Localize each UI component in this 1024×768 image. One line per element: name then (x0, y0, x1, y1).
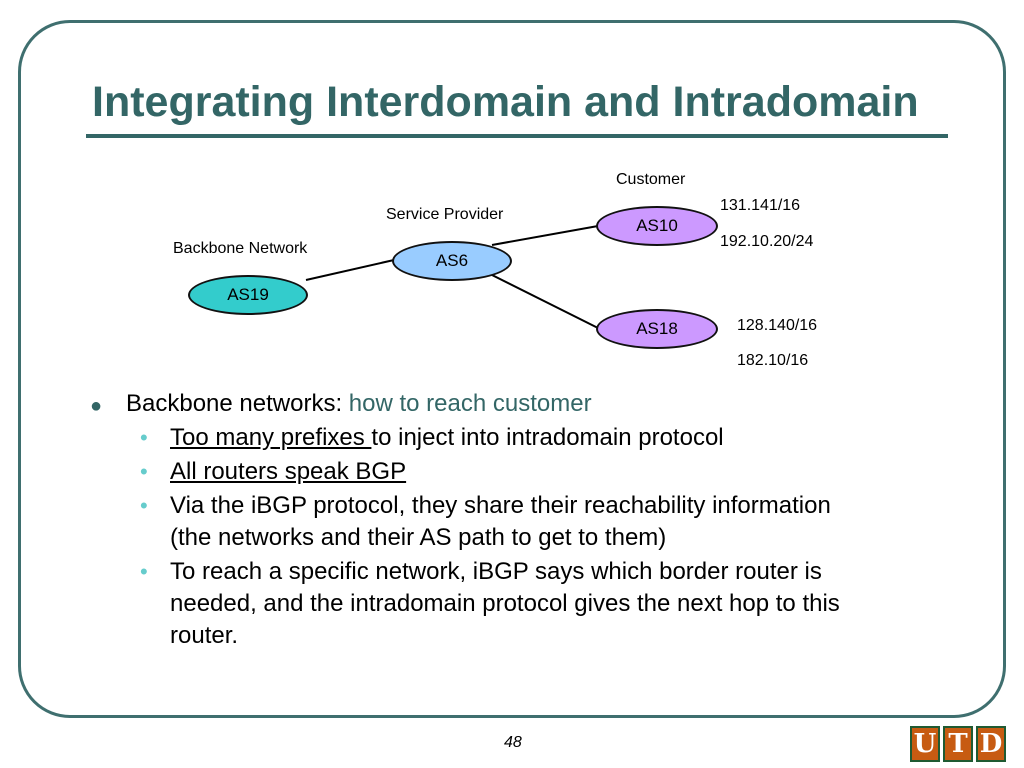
node-as19: AS19 (188, 275, 308, 315)
bullet-list: ● Backbone networks: how to reach custom… (88, 388, 948, 652)
prefix-as18-1: 128.140/16 (737, 317, 818, 334)
link-as19-as6 (305, 259, 395, 281)
link-as6-as18 (489, 273, 603, 331)
prefix-as10-1: 131.141/16 (720, 197, 801, 214)
node-as19-label: AS19 (227, 285, 269, 304)
sub-bullet-3: • Via the iBGP protocol, they share thei… (88, 490, 870, 554)
node-as6: AS6 (392, 241, 512, 281)
logo-letter-d: D (976, 726, 1006, 762)
sub-bullet-1: • Too many prefixes to inject into intra… (88, 422, 870, 454)
sub-bullet-4-text: To reach a specific network, iBGP says w… (170, 558, 840, 649)
node-as18-label: AS18 (636, 319, 678, 338)
slide-title: Integrating Interdomain and Intradomain (92, 78, 919, 126)
slide-frame (18, 20, 1006, 718)
sub-bullet-2: • All routers speak BGP (88, 456, 870, 488)
bullet-main-text: Backbone networks: (126, 390, 349, 417)
title-underline (86, 134, 948, 138)
bullet-main: ● Backbone networks: how to reach custom… (88, 388, 948, 420)
link-as6-as10 (491, 225, 599, 246)
utd-logo: U T D (910, 726, 1006, 762)
node-as10-label: AS10 (636, 216, 678, 235)
bullet-dot: ● (90, 395, 103, 417)
sub-bullet-1-underlined: Too many prefixes (170, 424, 372, 451)
prefix-as18-2: 182.10/16 (737, 352, 809, 369)
service-provider-label: Service Provider (386, 206, 504, 223)
sub-bullet-4: • To reach a specific network, iBGP says… (88, 556, 870, 652)
logo-letter-t: T (943, 726, 973, 762)
prefix-as10-2: 192.10.20/24 (720, 233, 814, 250)
sub-bullet-2-underlined: All routers speak BGP (170, 458, 407, 485)
page-number: 48 (504, 734, 522, 751)
sub-bullet-dot: • (140, 459, 148, 484)
logo-letter-u: U (910, 726, 940, 762)
sub-bullet-3-text: Via the iBGP protocol, they share their … (170, 492, 831, 551)
sub-bullet-dot: • (140, 493, 148, 518)
sub-bullet-1-text: to inject into intradomain protocol (371, 424, 724, 451)
bullet-main-accent: how to reach customer (348, 390, 592, 417)
node-as10: AS10 (596, 206, 718, 246)
sub-bullet-dot: • (140, 559, 148, 584)
backbone-network-label: Backbone Network (173, 240, 308, 257)
node-as6-label: AS6 (435, 251, 469, 270)
customer-label: Customer (616, 171, 686, 188)
sub-bullet-dot: • (140, 425, 148, 450)
node-as18: AS18 (596, 309, 718, 349)
